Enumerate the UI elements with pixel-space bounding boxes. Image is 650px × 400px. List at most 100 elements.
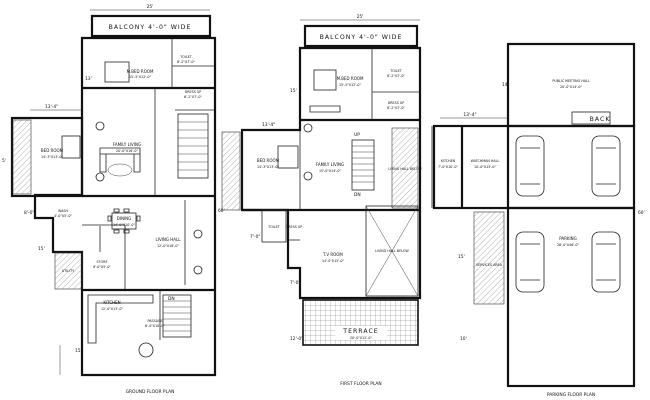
gf-living-hall-size: 12'-0"X18'-0" — [157, 244, 180, 248]
gf-plant-3 — [193, 229, 203, 239]
pf-public-label: PUBLIC MEETING HALL — [552, 79, 589, 83]
gf-plant-5 — [138, 342, 154, 358]
ff-toilet2-label: TOILET — [267, 225, 281, 229]
gf-plant-2 — [95, 172, 105, 182]
ff-dim-side-c: 7'-0" — [290, 280, 300, 286]
ground-floor-plan: 25' BALCONY 4'-0" WIDE — [2, 4, 217, 395]
ff-dress2-label: DRESS UP — [286, 225, 303, 229]
gf-bed — [61, 135, 81, 159]
ff-dim-side-b: 7'-0" — [250, 234, 260, 240]
ff-balcony — [303, 24, 419, 48]
pf-watchman-label: WATCHMAN HALL — [471, 159, 500, 163]
ff-dim-bottom: 12'-0" — [290, 336, 303, 342]
ff-dim-side-a: 15' — [290, 88, 297, 94]
ff-bedroom-balcony — [221, 131, 241, 211]
ff-living-below — [365, 205, 419, 297]
gf-kitchen-size: 12'-0"X13'-0" — [101, 307, 124, 311]
gf-dim-left-mid: 8'-0" — [24, 210, 34, 216]
ff-stair-up: UP — [354, 132, 360, 138]
ff-master-bedroom-label: M.BED ROOM — [337, 76, 364, 81]
pf-watchman-size: 10'-0"X15'-0" — [474, 165, 497, 169]
gf-master-bedroom-label: M.BED ROOM — [127, 69, 154, 74]
pf-dim-side-b: 15' — [458, 254, 465, 260]
pf-car-3 — [515, 231, 545, 293]
first-floor-plan: 25' BALCONY 4'-0" WIDE TERRACE 20'-0"X12… — [218, 14, 422, 387]
ff-toilet2-room — [261, 209, 287, 243]
gf-dim-side-a: 15' — [38, 246, 45, 252]
ff-staircase — [351, 139, 375, 191]
ff-dress-label: DRESS UP — [388, 101, 405, 105]
ff-outline — [240, 46, 422, 300]
gf-dim-side-b: 13' — [85, 76, 92, 82]
ff-toilet-label: TOILET — [389, 69, 403, 73]
pf-public-size: 20'-0"X14'-0" — [560, 85, 583, 89]
pf-kitchen-label: KITCHEN — [441, 159, 456, 163]
gf-master-bed — [104, 61, 130, 83]
ff-dim-left-top: 13'-4" — [262, 122, 275, 128]
gf-bedroom-size: 14'-3"X13'-0" — [41, 155, 64, 159]
gf-dining-size: 14'-0"X10'-0" — [113, 223, 136, 227]
pf-kitchen-size: 7'-0"X10'-0" — [438, 165, 458, 169]
gf-toilet-size: 6'-2"X7'-0" — [177, 60, 195, 64]
gf-dim-bottom: 15' — [75, 348, 82, 354]
ff-void — [391, 127, 419, 209]
ff-dim-top: 25' — [357, 14, 364, 20]
ff-bedroom-size: 14'-3"X13'-0" — [257, 165, 280, 169]
gf-plant-1 — [95, 121, 105, 131]
gf-bedroom-balcony — [12, 119, 32, 195]
pf-car-1 — [515, 135, 545, 197]
pf-services — [473, 211, 505, 305]
ff-living-below-label: LIVING HALL BELOW — [375, 249, 409, 253]
gf-toilet-label: TOILET — [179, 55, 193, 59]
gf-rug — [107, 163, 133, 177]
ff-terrace-size: 20'-0"X12'-0" — [350, 336, 373, 340]
gf-wash-label: WASH — [58, 209, 68, 213]
gf-family-living-label: FAMILY LIVING — [113, 142, 141, 147]
pf-parking-area — [506, 206, 636, 388]
pf-dim-right: 60' — [638, 210, 645, 216]
pf-dim-top-left: 13'-4" — [463, 112, 476, 118]
gf-sofa — [99, 147, 141, 173]
gf-dress-label: DRESS UP — [185, 90, 202, 94]
ff-balcony-label: BALCONY 4'-0" WIDE — [320, 34, 403, 41]
ff-void-label: LIVING HALL BELOW — [388, 167, 422, 171]
ff-dress-size: 6'-2"X7'-0" — [387, 106, 405, 110]
ff-family-living-size: 15'-0"X14'-0" — [319, 169, 342, 173]
ff-plant-1 — [303, 123, 313, 133]
ff-caption: FIRST FLOOR PLAN — [340, 381, 381, 387]
gf-store-label: STORE — [96, 260, 107, 264]
ff-sofa — [309, 105, 341, 113]
gf-stair-2 — [162, 294, 192, 338]
gf-passage-label: PASSAGE — [147, 319, 162, 323]
gf-wash-size: 4'-0"X5'-0" — [54, 214, 72, 218]
ff-master-bedroom-size: 15'-5"X12'-0" — [339, 83, 362, 87]
ff-dim-right: 60' — [218, 208, 225, 214]
gf-bedroom-label: BED ROOM — [41, 148, 64, 153]
gf-plant-4 — [193, 265, 203, 275]
gf-entry-dn: DN — [168, 296, 175, 302]
gf-dim-side-c: 5' — [2, 158, 6, 164]
gf-dim-top: 25' — [147, 4, 154, 10]
gf-passage-size: 6'-0"X10'-0" — [145, 324, 165, 328]
gf-caption: GROUND FLOOR PLAN — [126, 389, 175, 395]
gf-utility — [54, 252, 83, 290]
gf-dress-size: 6'-2"X7'-0" — [184, 95, 202, 99]
gf-dim-left-top: 13'-4" — [45, 104, 58, 110]
ff-family-living-label: FAMILY LIVING — [316, 162, 344, 167]
gf-master-bedroom-size: 15'-5"X12'-0" — [129, 75, 152, 79]
ff-bedroom-label: BED ROOM — [257, 158, 280, 163]
gf-living-hall-label: LIVING HALL — [156, 237, 182, 242]
pf-dim-side-a: 14' — [502, 82, 509, 88]
ff-terrace-label: TERRACE — [342, 328, 378, 335]
pf-parking-label: PARKING — [559, 236, 577, 241]
parking-floor-plan: 13'-4" 14' 15' 60' 10' BACK PUBLIC MEETI… — [431, 42, 645, 398]
gf-utility-label: UTILITY — [62, 269, 75, 273]
ff-toilet-size: 6'-2"X7'-0" — [387, 74, 405, 78]
ff-bed — [277, 145, 299, 169]
pf-back-label: BACK — [590, 116, 611, 123]
gf-kitchen-label: KITCHEN — [103, 300, 120, 305]
gf-balcony — [90, 14, 212, 38]
pf-caption: PARKING FLOOR PLAN — [547, 392, 595, 398]
gf-kitchen-counter — [87, 294, 154, 344]
